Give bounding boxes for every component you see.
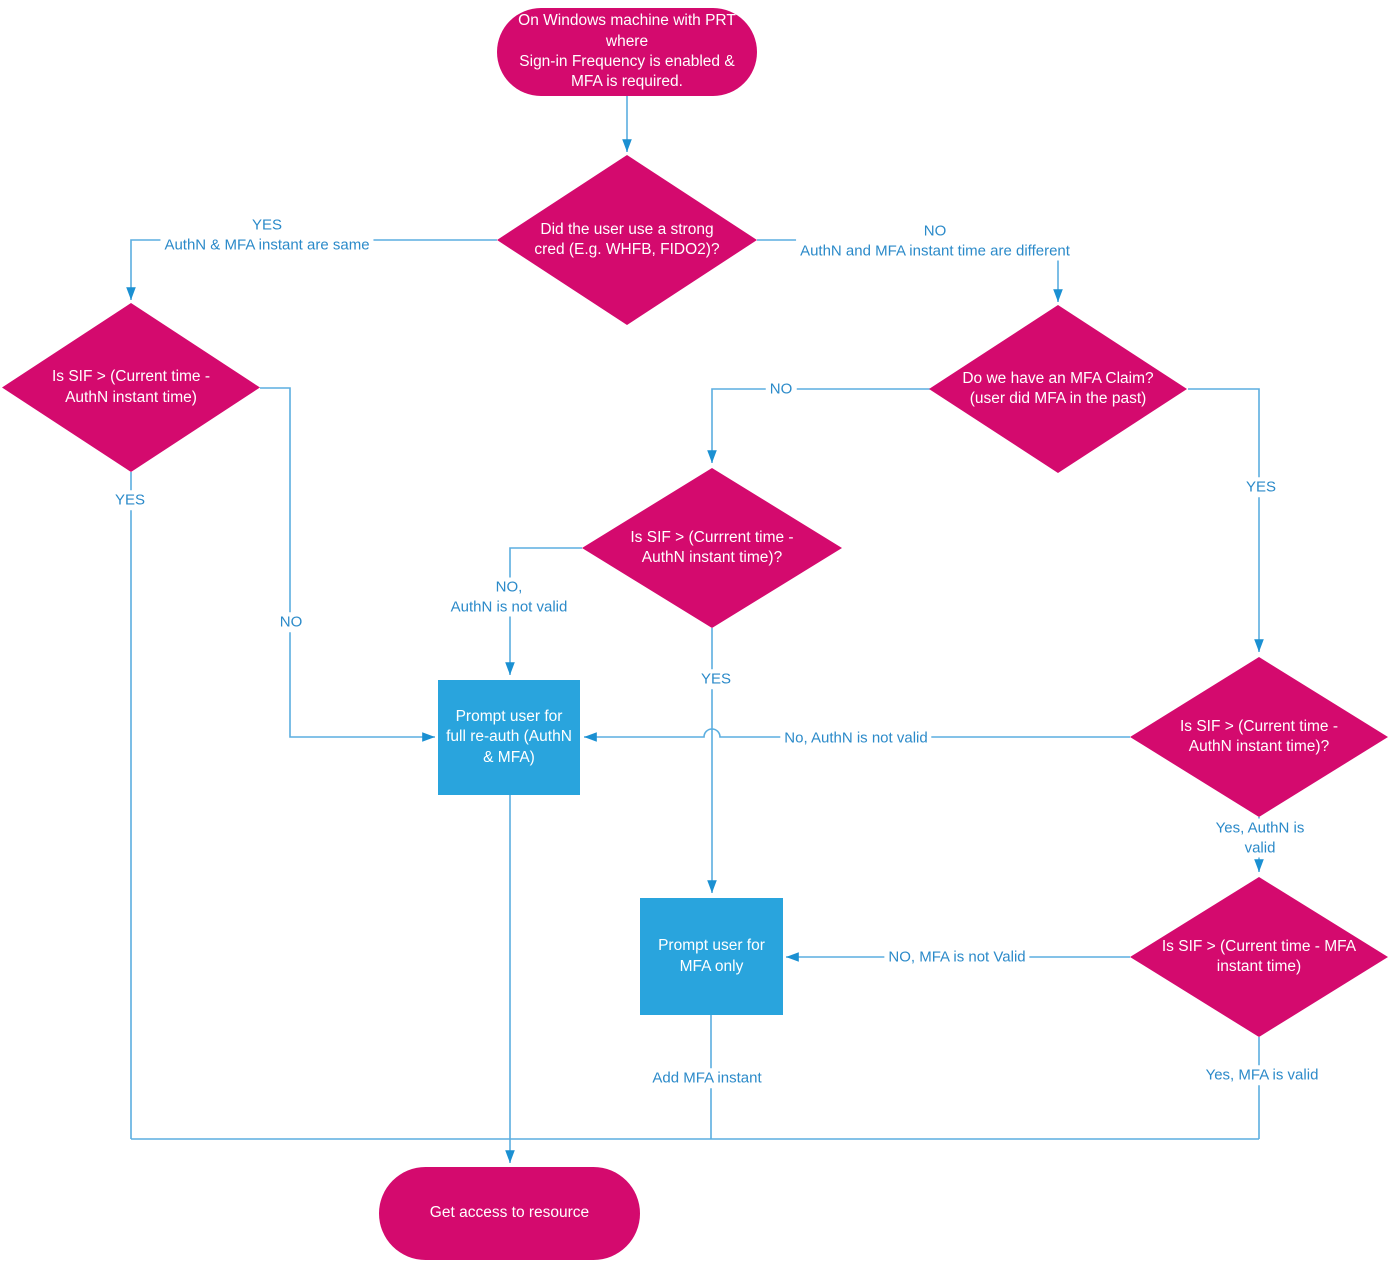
- edge-label-no-left: NO: [275, 612, 307, 632]
- edge-sifright-no-to-reauth: [584, 728, 1130, 742]
- edge-label-yes-authn-valid: Yes, AuthN is valid: [1194, 818, 1326, 858]
- process-full-reauth: Prompt user for full re-auth (AuthN & MF…: [438, 680, 580, 795]
- edge-merge-network: [130, 472, 1260, 1140]
- decision-strong-cred-text: Did the user use a strong cred (E.g. WHF…: [534, 220, 720, 258]
- edge-label-yes-left: YES: [110, 490, 150, 510]
- edge-label-no-mfa-not-valid: NO, MFA is not Valid: [884, 947, 1030, 967]
- process-mfa-only-text: Prompt user for MFA only: [658, 937, 765, 975]
- edge-label-yes-claim: YES: [1241, 477, 1281, 497]
- process-full-reauth-text: Prompt user for full re-auth (AuthN & MF…: [446, 707, 572, 766]
- edge-label-yes-mfa-valid: Yes, MFA is valid: [1201, 1065, 1323, 1085]
- edge-label-no-claim: NO: [765, 379, 797, 399]
- end-node-text: Get access to resource: [429, 1204, 590, 1222]
- end-node: Get access to resource: [379, 1167, 640, 1260]
- start-node: On Windows machine with PRT where Sign-i…: [497, 8, 757, 96]
- decision-sif-authn-right-text: Is SIF > (Current time - AuthN instant t…: [1179, 717, 1339, 755]
- edge-sifleft-no-to-reauth: [260, 387, 435, 742]
- edge-label-add-mfa-instant: Add MFA instant: [648, 1068, 766, 1088]
- decision-sif-authn-left-text: Is SIF > (Current time - AuthN instant t…: [51, 368, 211, 406]
- edge-label-yes-same: YES AuthN & MFA instant are same: [160, 215, 374, 255]
- decision-mfa-claim-text: Do we have an MFA Claim? (user did MFA i…: [962, 369, 1154, 407]
- edge-label-no-authn-invalid: NO, AuthN is not valid: [446, 577, 572, 617]
- decision-sif-mfa-text: Is SIF > (Current time - MFA instant tim…: [1161, 937, 1357, 975]
- edge-label-no-different: NO AuthN and MFA instant time are differ…: [796, 221, 1074, 261]
- process-mfa-only: Prompt user for MFA only: [640, 898, 783, 1015]
- edge-yes-same: [126, 239, 497, 300]
- edge-label-yes-mid: YES: [696, 669, 736, 689]
- start-node-text: On Windows machine with PRT where Sign-i…: [518, 12, 736, 91]
- edge-claim-no-to-sifmid: [707, 388, 930, 463]
- edge-sifmid-no-to-reauth: [505, 547, 582, 675]
- edge-label-no-authn-not-valid: No, AuthN is not valid: [780, 728, 932, 748]
- edge-claim-yes-to-sifright: [1188, 388, 1264, 652]
- decision-sif-authn-mid-text: Is SIF > (Currrent time - AuthN instant …: [630, 528, 794, 566]
